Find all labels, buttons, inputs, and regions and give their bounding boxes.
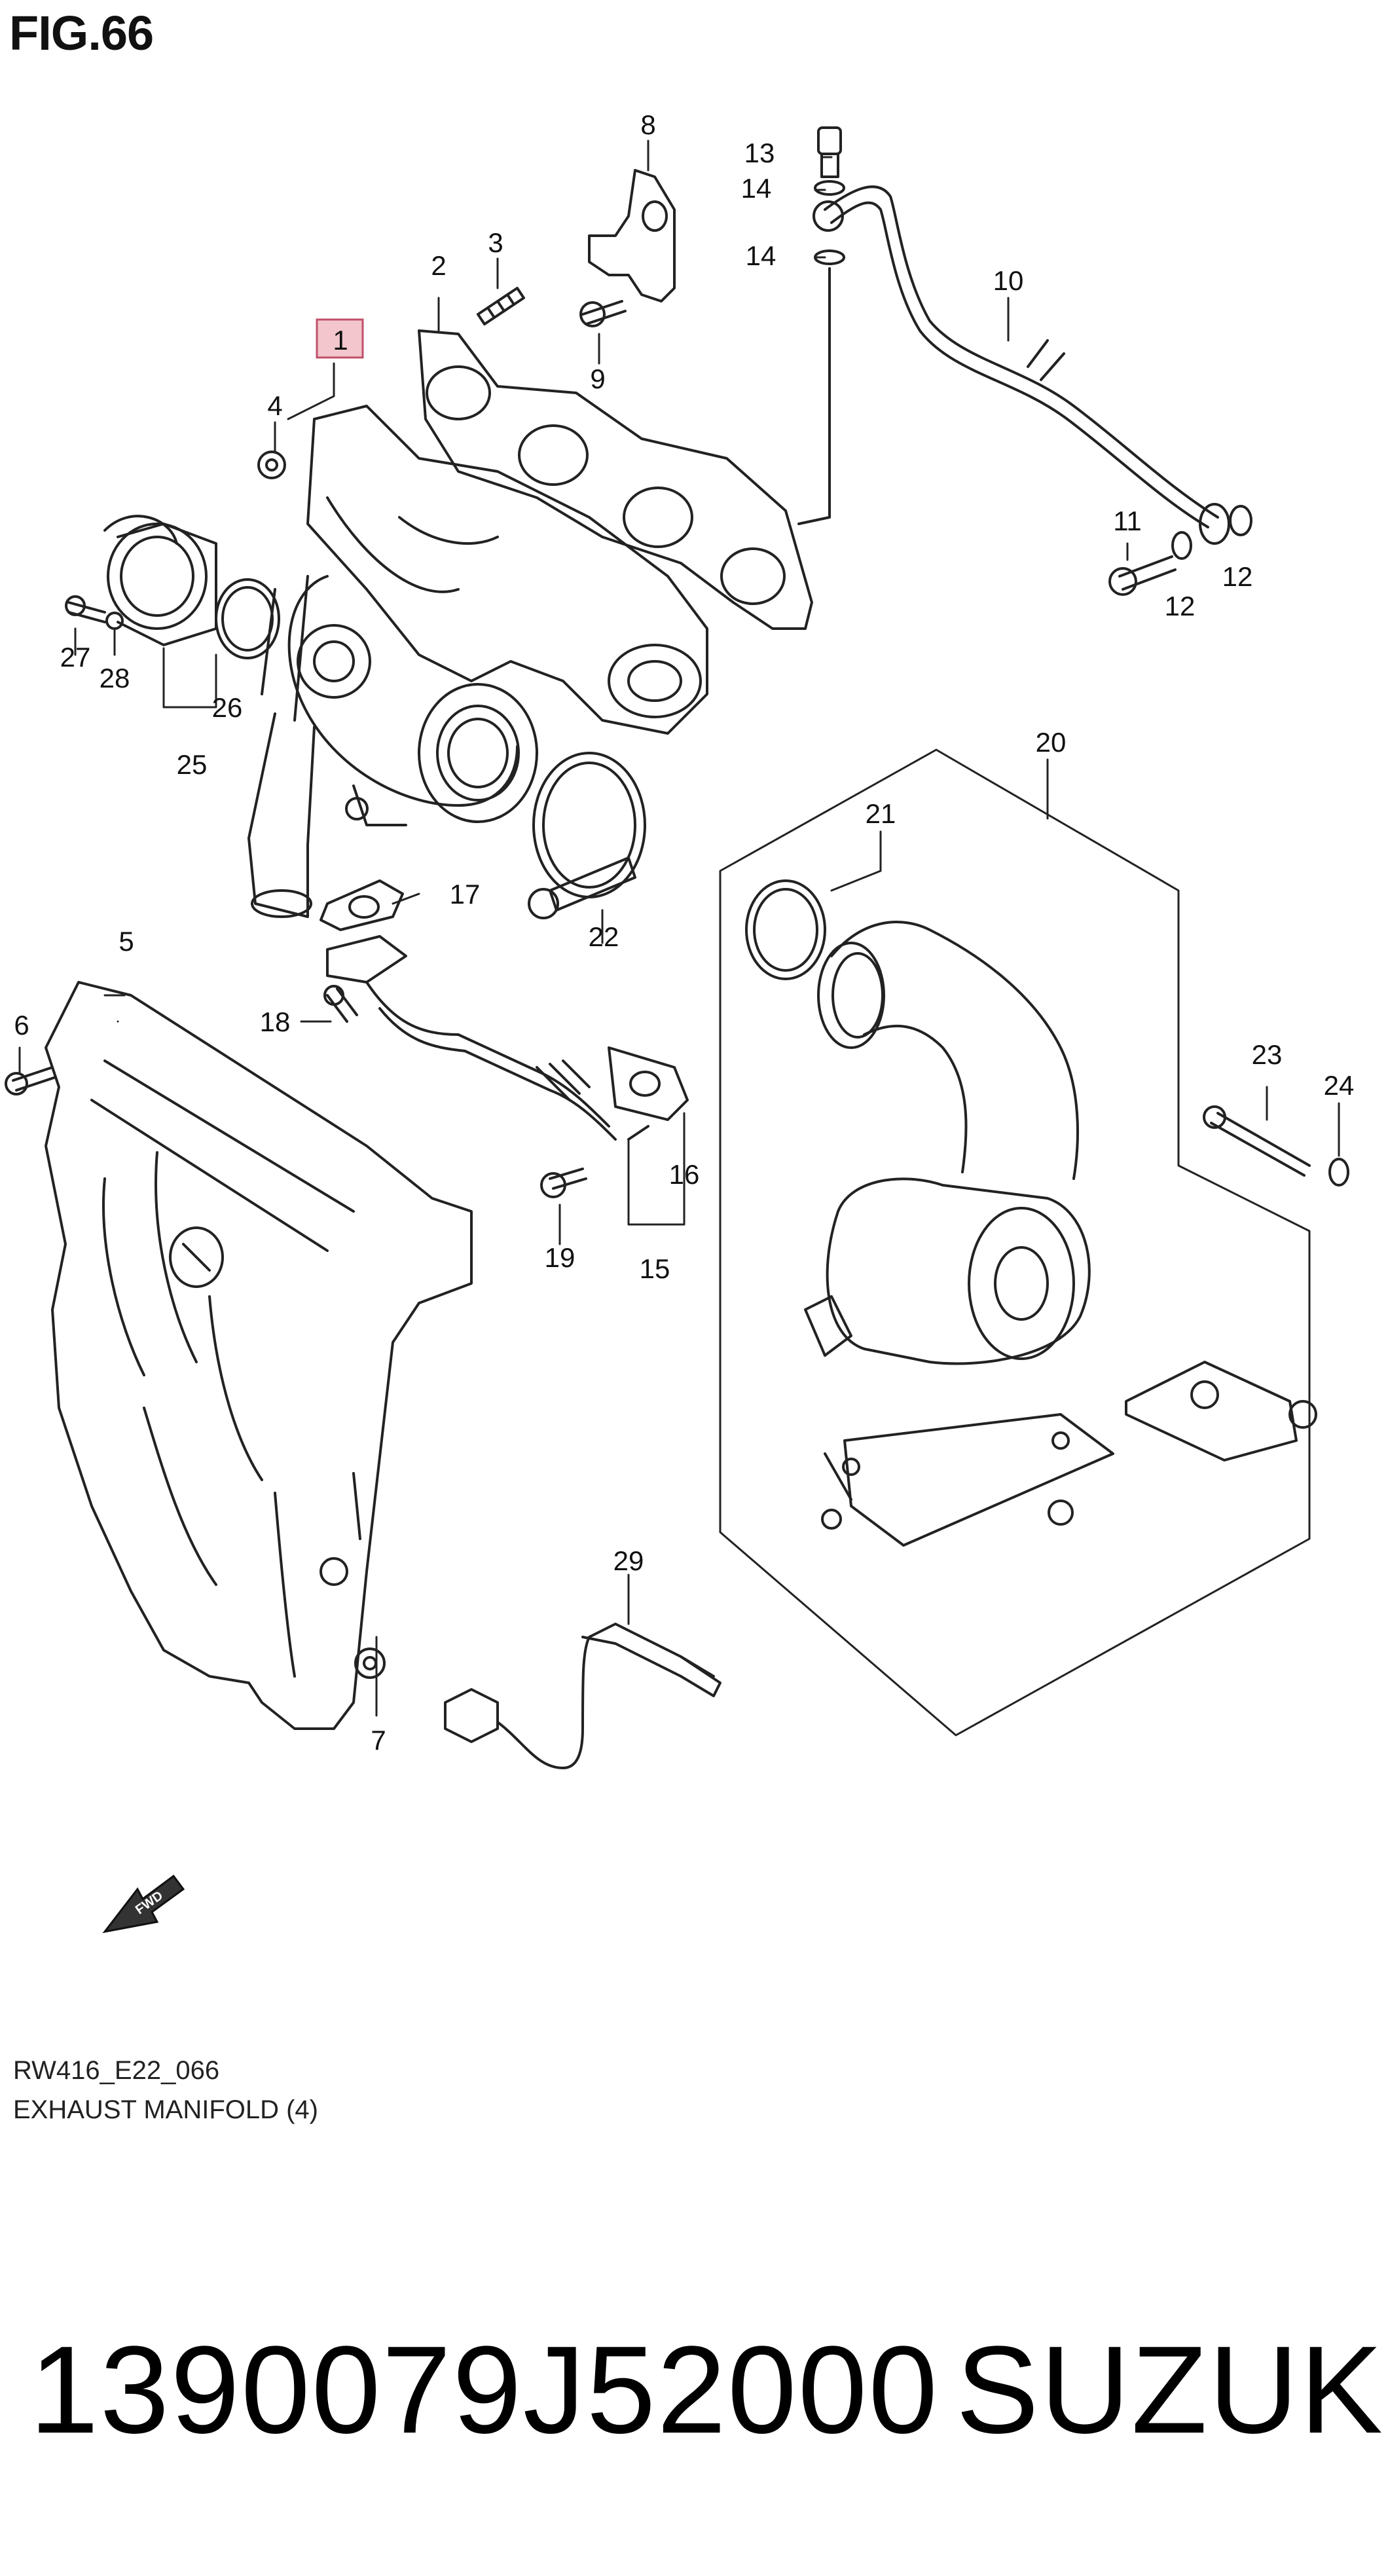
banjo-bolt — [817, 126, 842, 178]
stud — [477, 287, 525, 325]
callout-6: 6 — [14, 1010, 29, 1040]
callout-18: 18 — [260, 1006, 291, 1037]
callout-9: 9 — [590, 363, 605, 394]
outlet-flange — [103, 515, 217, 646]
exhaust-manifold-diagram: 1 2 3 4 5 6 7 8 9 10 11 12 12 13 14 14 1… — [5, 109, 1355, 1934]
callout-29: 29 — [613, 1545, 644, 1576]
callout-23: 23 — [1252, 1039, 1283, 1070]
callout-10: 10 — [993, 265, 1024, 296]
highlight-box — [316, 318, 364, 359]
part-footer: 1390079J52000 SUZUKI — [0, 2305, 1388, 2475]
callout-1: 1 — [333, 325, 348, 356]
callout-2: 2 — [431, 250, 446, 281]
callout-8: 8 — [640, 109, 655, 140]
callout-11: 11 — [1113, 506, 1142, 536]
callout-14: 14 — [741, 173, 772, 204]
callout-12-b: 12 — [1165, 591, 1196, 621]
callout-17: 17 — [450, 879, 481, 910]
callout-4: 4 — [267, 390, 282, 421]
heat-shield — [45, 981, 473, 1730]
gasket — [320, 879, 404, 931]
callout-15: 15 — [640, 1253, 670, 1284]
callout-25: 25 — [177, 749, 208, 780]
manifold-gasket — [418, 329, 813, 630]
return-pipe — [326, 935, 689, 1141]
callout-12: 12 — [1222, 561, 1253, 592]
figure-title: FIG.66 — [9, 6, 154, 60]
callout-13: 13 — [744, 138, 775, 168]
bolt — [579, 300, 627, 327]
brand-name: SUZUKI — [956, 2321, 1388, 2459]
callout-22: 22 — [589, 921, 619, 952]
callout-14-b: 14 — [746, 240, 776, 271]
callout-20: 20 — [1036, 727, 1067, 758]
callout-7: 7 — [371, 1725, 386, 1756]
bolt — [540, 1168, 587, 1198]
leader-line — [797, 267, 831, 525]
bolt — [1203, 1105, 1311, 1177]
fwd-arrow-icon: FWD — [102, 1874, 185, 1934]
figure-name: EXHAUST MANIFOLD (4) — [13, 2095, 318, 2124]
callout-21: 21 — [866, 798, 896, 829]
part-number: 1390079J52000 — [29, 2321, 940, 2459]
bracket — [588, 169, 676, 303]
callout-5: 5 — [119, 926, 134, 957]
callout-27: 27 — [60, 642, 91, 672]
callout-24: 24 — [1324, 1070, 1355, 1101]
banjo-bolt — [1108, 555, 1177, 596]
callout-28: 28 — [100, 663, 130, 693]
washer — [1171, 505, 1252, 560]
callout-16: 16 — [669, 1159, 700, 1190]
gasket-ring — [215, 578, 280, 659]
callout-3: 3 — [488, 227, 503, 258]
oxygen-sensor — [444, 1623, 721, 1769]
bolt — [323, 985, 358, 1023]
figure-code: RW416_E22_066 — [13, 2056, 220, 2085]
leader-lines — [18, 139, 1340, 1717]
oil-feed-pipe — [813, 185, 1230, 545]
bolt — [5, 1066, 57, 1095]
clamp — [528, 752, 646, 919]
nut — [354, 1647, 386, 1679]
catalytic-converter-group — [719, 748, 1317, 1737]
callout-26: 26 — [212, 692, 243, 723]
turbo-manifold-body — [247, 405, 708, 918]
washer — [1328, 1158, 1349, 1187]
nut — [257, 451, 286, 479]
callout-19: 19 — [545, 1242, 575, 1273]
